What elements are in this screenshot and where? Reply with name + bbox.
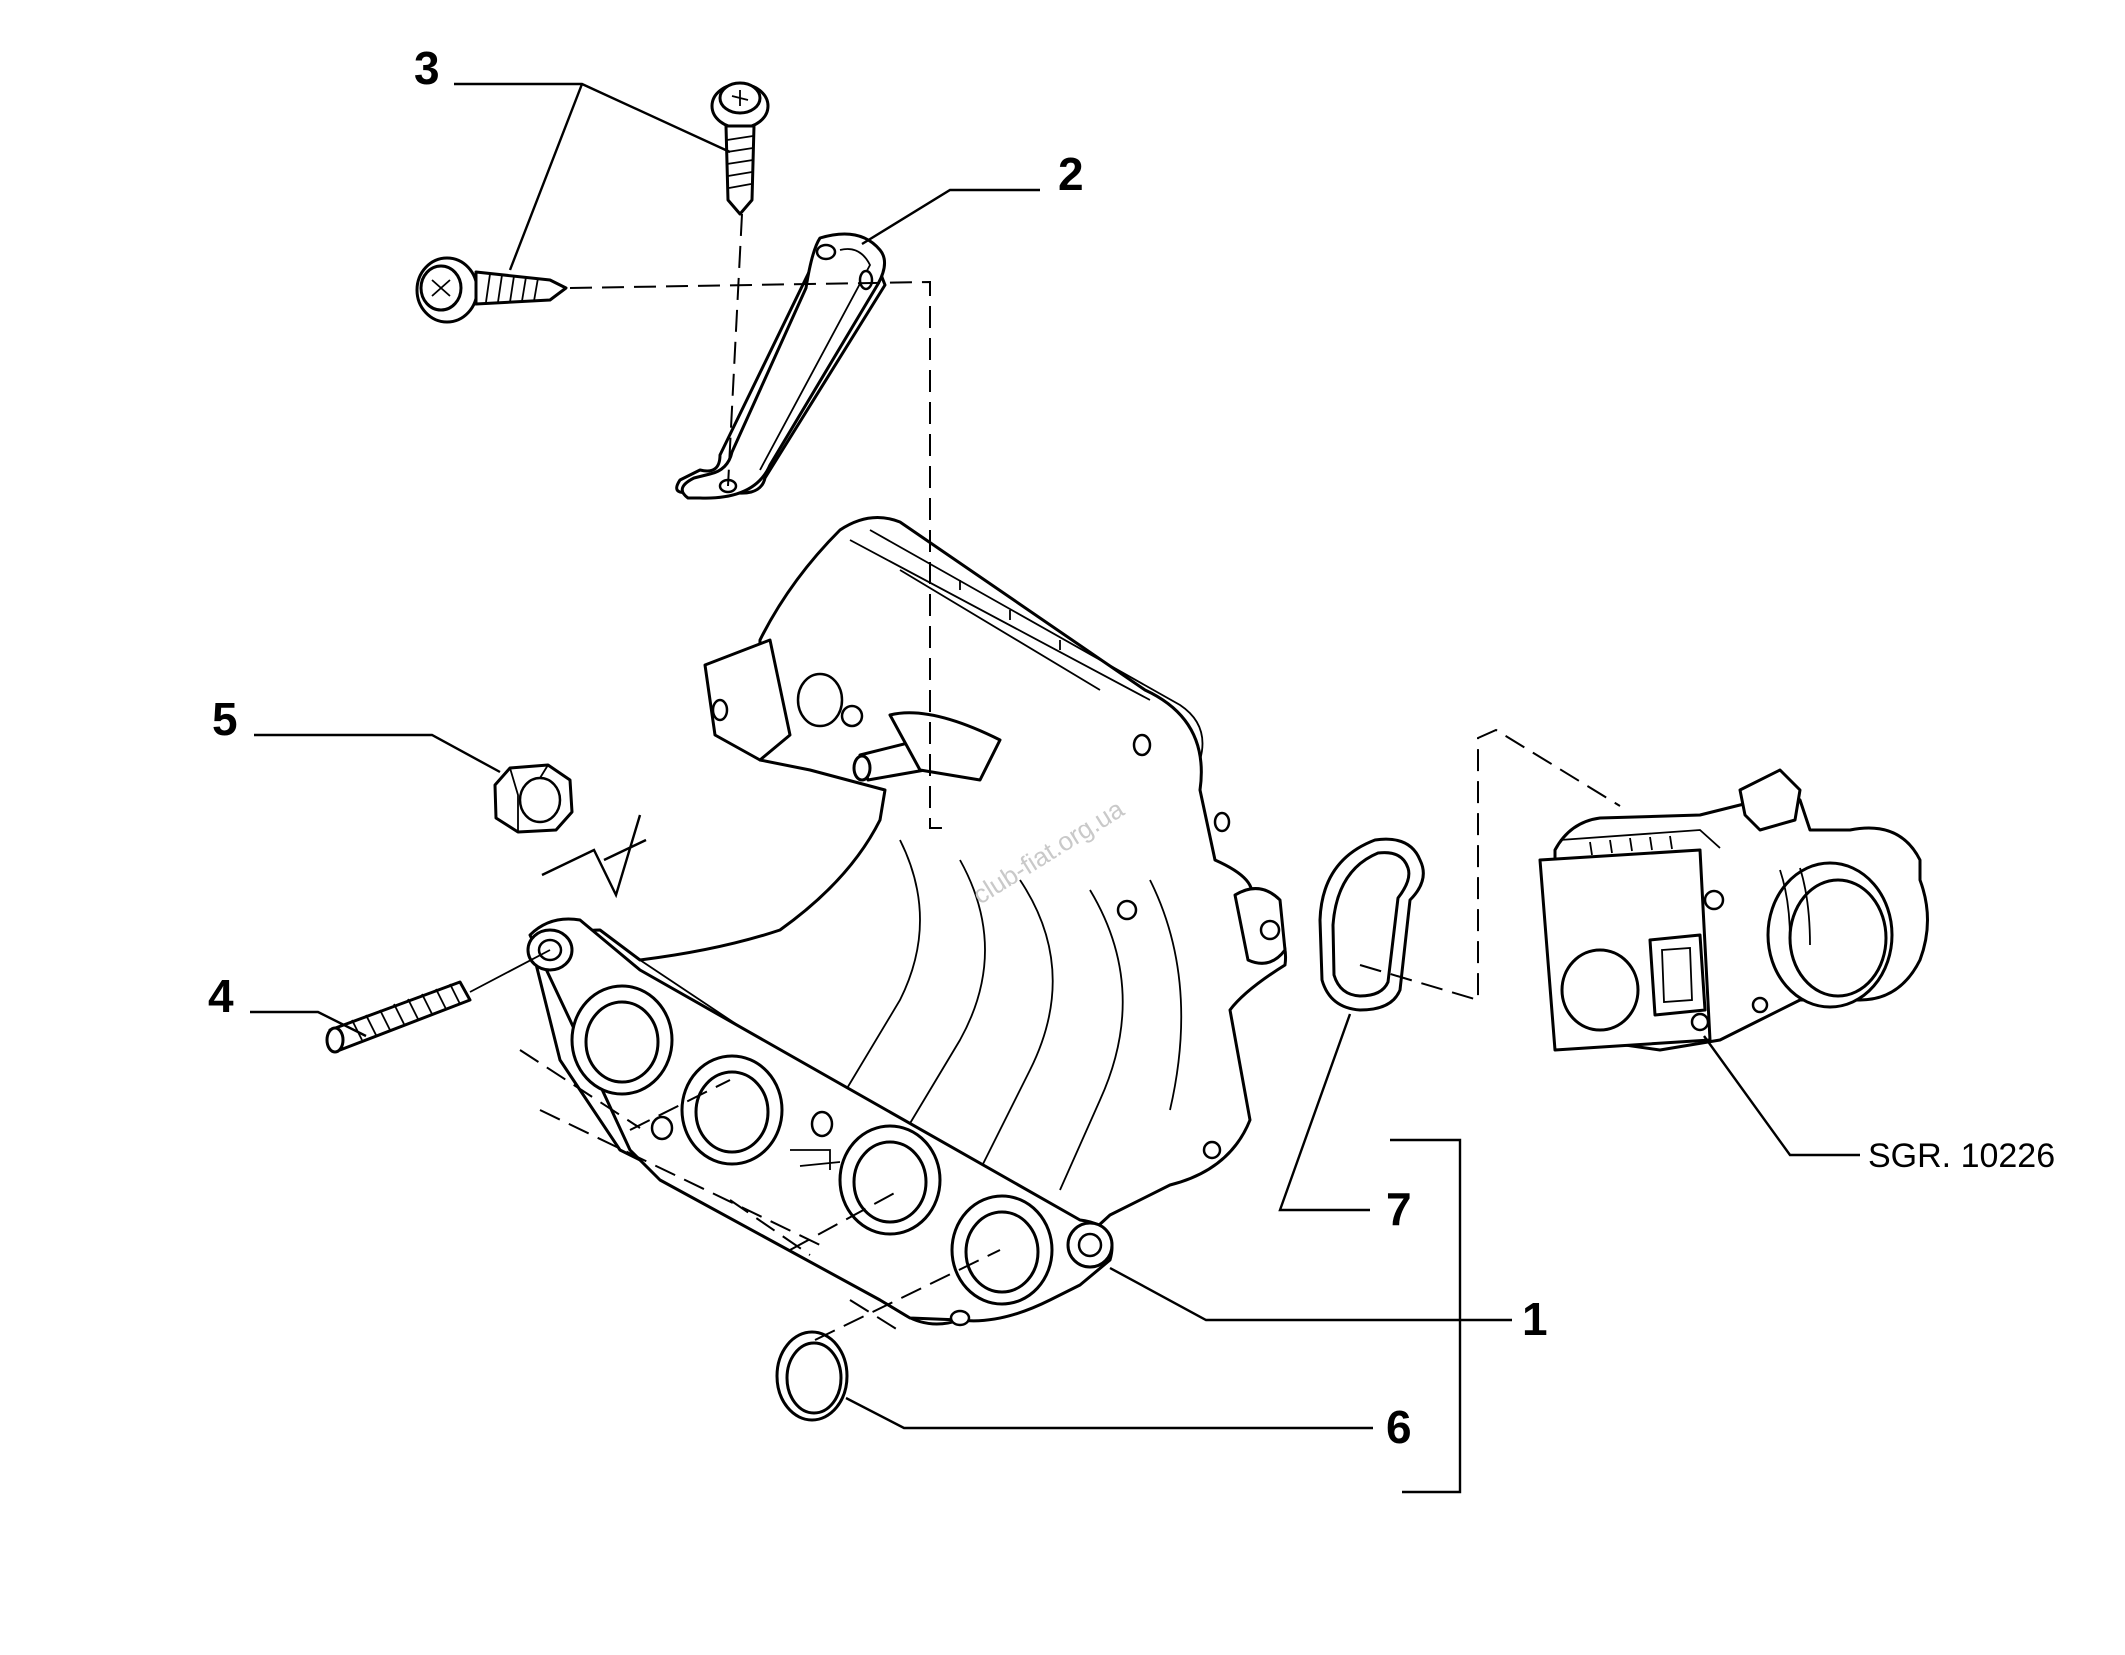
manifold-port-1 [570,984,674,1096]
callout-2: 2 [1058,148,1084,200]
callout-1: 1 [1522,1293,1548,1345]
manifold-port-3 [838,1124,942,1236]
bracket [675,232,887,500]
break-symbol-tail [603,838,647,862]
gasket-ring [775,1330,849,1422]
callout-3: 3 [414,42,440,94]
callout-7: 7 [1386,1183,1412,1235]
intake-manifold [526,516,1288,1327]
callout-6: 6 [1386,1401,1412,1453]
break-symbol [541,814,642,899]
stud [325,980,472,1054]
nut [493,763,574,834]
screw-vertical [710,81,770,216]
throttle-body [1538,768,1929,1052]
leader-lines [250,82,1860,1494]
assembly-dash-lines [469,213,1621,1341]
callout-4: 4 [208,970,234,1022]
callout-5: 5 [212,693,238,745]
throttle-gasket [1318,837,1425,1012]
manifold-port-4 [950,1194,1054,1306]
screw-horizontal [415,256,568,324]
manifold-port-2 [680,1054,784,1166]
reference-code: SGR. 10226 [1868,1137,2055,1175]
